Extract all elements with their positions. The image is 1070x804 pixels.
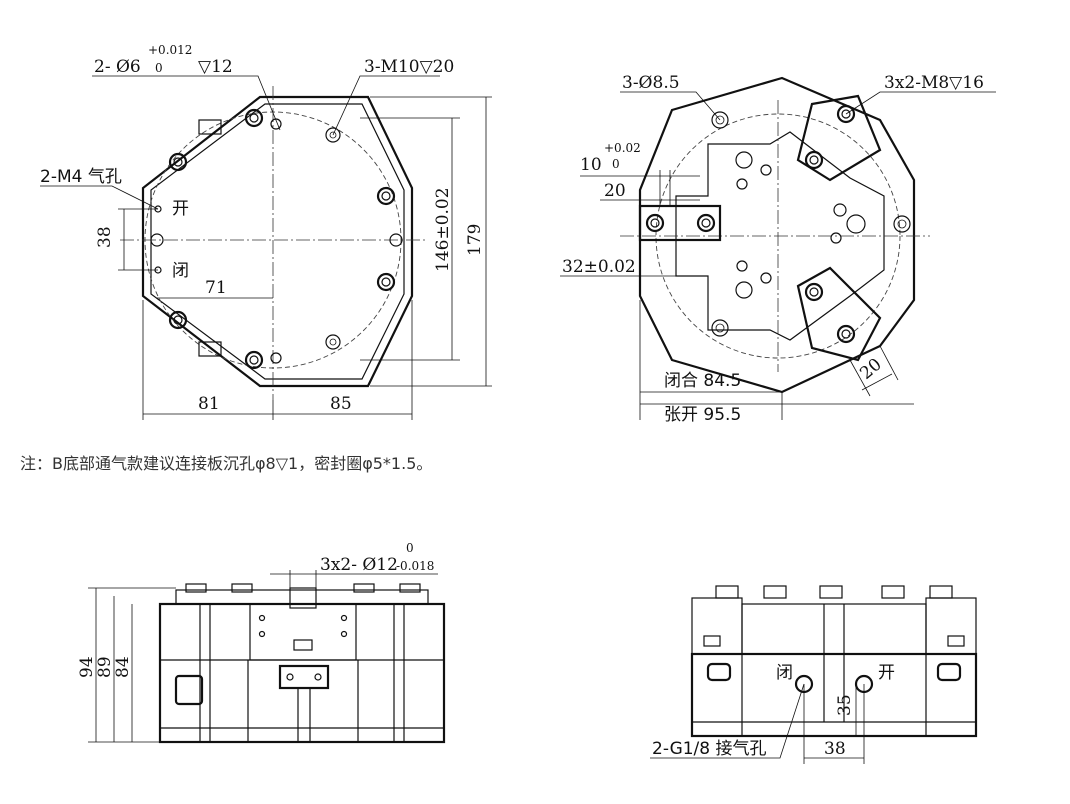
- side-bracket-bottom: [198, 341, 222, 357]
- jaw-face-view: 3-Ø8.5 3x2-M8▽16 10 +0.02 0 20 32±0.02 2…: [560, 73, 996, 425]
- dim-10: 10: [580, 155, 602, 175]
- thread-note-m10: 3-M10▽20: [364, 57, 454, 77]
- jaw-block-top: [796, 94, 882, 182]
- dim-38: 38: [95, 226, 115, 248]
- hole-note-prefix: 2- Ø6: [94, 57, 141, 77]
- leader-m8: [845, 91, 996, 115]
- leader-hole-6: [92, 75, 281, 131]
- hole-note-85: 3-Ø8.5: [622, 73, 680, 93]
- side-port: [174, 674, 204, 706]
- pitch-circle: [655, 113, 901, 359]
- dim-85: 85: [330, 394, 352, 414]
- leader-port: [650, 683, 805, 759]
- hole-depth: ▽12: [198, 57, 233, 77]
- port-note: 2-G1/8 接气孔: [652, 739, 767, 759]
- thread-note-m8: 3x2-M8▽16: [884, 73, 984, 93]
- center-jaw-block: [249, 603, 357, 661]
- dim-89: 89: [95, 656, 115, 678]
- top-rail: [175, 589, 429, 605]
- dim-146: 146±0.02: [433, 187, 453, 272]
- jaw-block-left: [638, 204, 722, 242]
- body-inner-outline: [150, 103, 405, 380]
- side-bracket-top: [198, 119, 222, 135]
- pin-tol-lower: -0.018: [396, 559, 434, 573]
- leader-hole-85: [620, 91, 721, 121]
- jaw-block-bottom: [796, 266, 882, 362]
- center-plate: [675, 131, 885, 341]
- open-label: 开: [172, 199, 189, 219]
- dim-94: 94: [77, 656, 97, 678]
- front-body: [158, 602, 446, 744]
- dim-20: 20: [604, 181, 626, 201]
- closed-dim: 闭合 84.5: [664, 371, 741, 391]
- front-elevation-view: 3x2- Ø12 0 -0.018 94 89 84: [77, 541, 446, 744]
- side-elevation-view: 闭 开 35 38 2-G1/8 接气孔: [650, 585, 978, 764]
- dim-71: 71: [205, 278, 227, 298]
- leader-m10: [332, 75, 440, 136]
- dim-81: 81: [198, 394, 220, 414]
- pin-note: 3x2- Ø12: [320, 555, 398, 575]
- open-dim: 张开 95.5: [664, 405, 741, 425]
- center-connector: [278, 664, 330, 690]
- mount-holes: [150, 108, 403, 370]
- hole-tol-lower: 0: [155, 61, 163, 75]
- dim-35: 35: [835, 694, 855, 716]
- dim-84: 84: [113, 656, 133, 678]
- side-body-lower: [690, 652, 978, 738]
- bottom-face-view: 2- Ø6 +0.012 0 ▽12 3-M10▽20 2-M4 气孔 开 闭 …: [40, 43, 492, 420]
- side-body-upper: [741, 603, 927, 655]
- body-outline: [141, 95, 414, 388]
- dim-32: 32±0.02: [562, 257, 636, 277]
- pin-tol-upper: 0: [406, 541, 414, 555]
- close-label: 闭: [172, 261, 189, 281]
- gripper-body: [638, 76, 916, 394]
- dim-10-tol-lower: 0: [612, 157, 620, 171]
- dim-179: 179: [465, 224, 485, 256]
- air-port-note: 2-M4 气孔: [40, 167, 122, 187]
- bottom-venting-note: 注：B底部通气款建议连接板沉孔φ8▽1，密封圈φ5*1.5。: [20, 454, 433, 473]
- dim-10-tol-upper: +0.02: [604, 141, 641, 155]
- dim-38-side: 38: [824, 739, 846, 759]
- open-port-label: 开: [878, 663, 895, 683]
- hole-tol-upper: +0.012: [148, 43, 192, 57]
- close-port-label: 闭: [776, 663, 793, 683]
- leader-m4: [40, 185, 159, 210]
